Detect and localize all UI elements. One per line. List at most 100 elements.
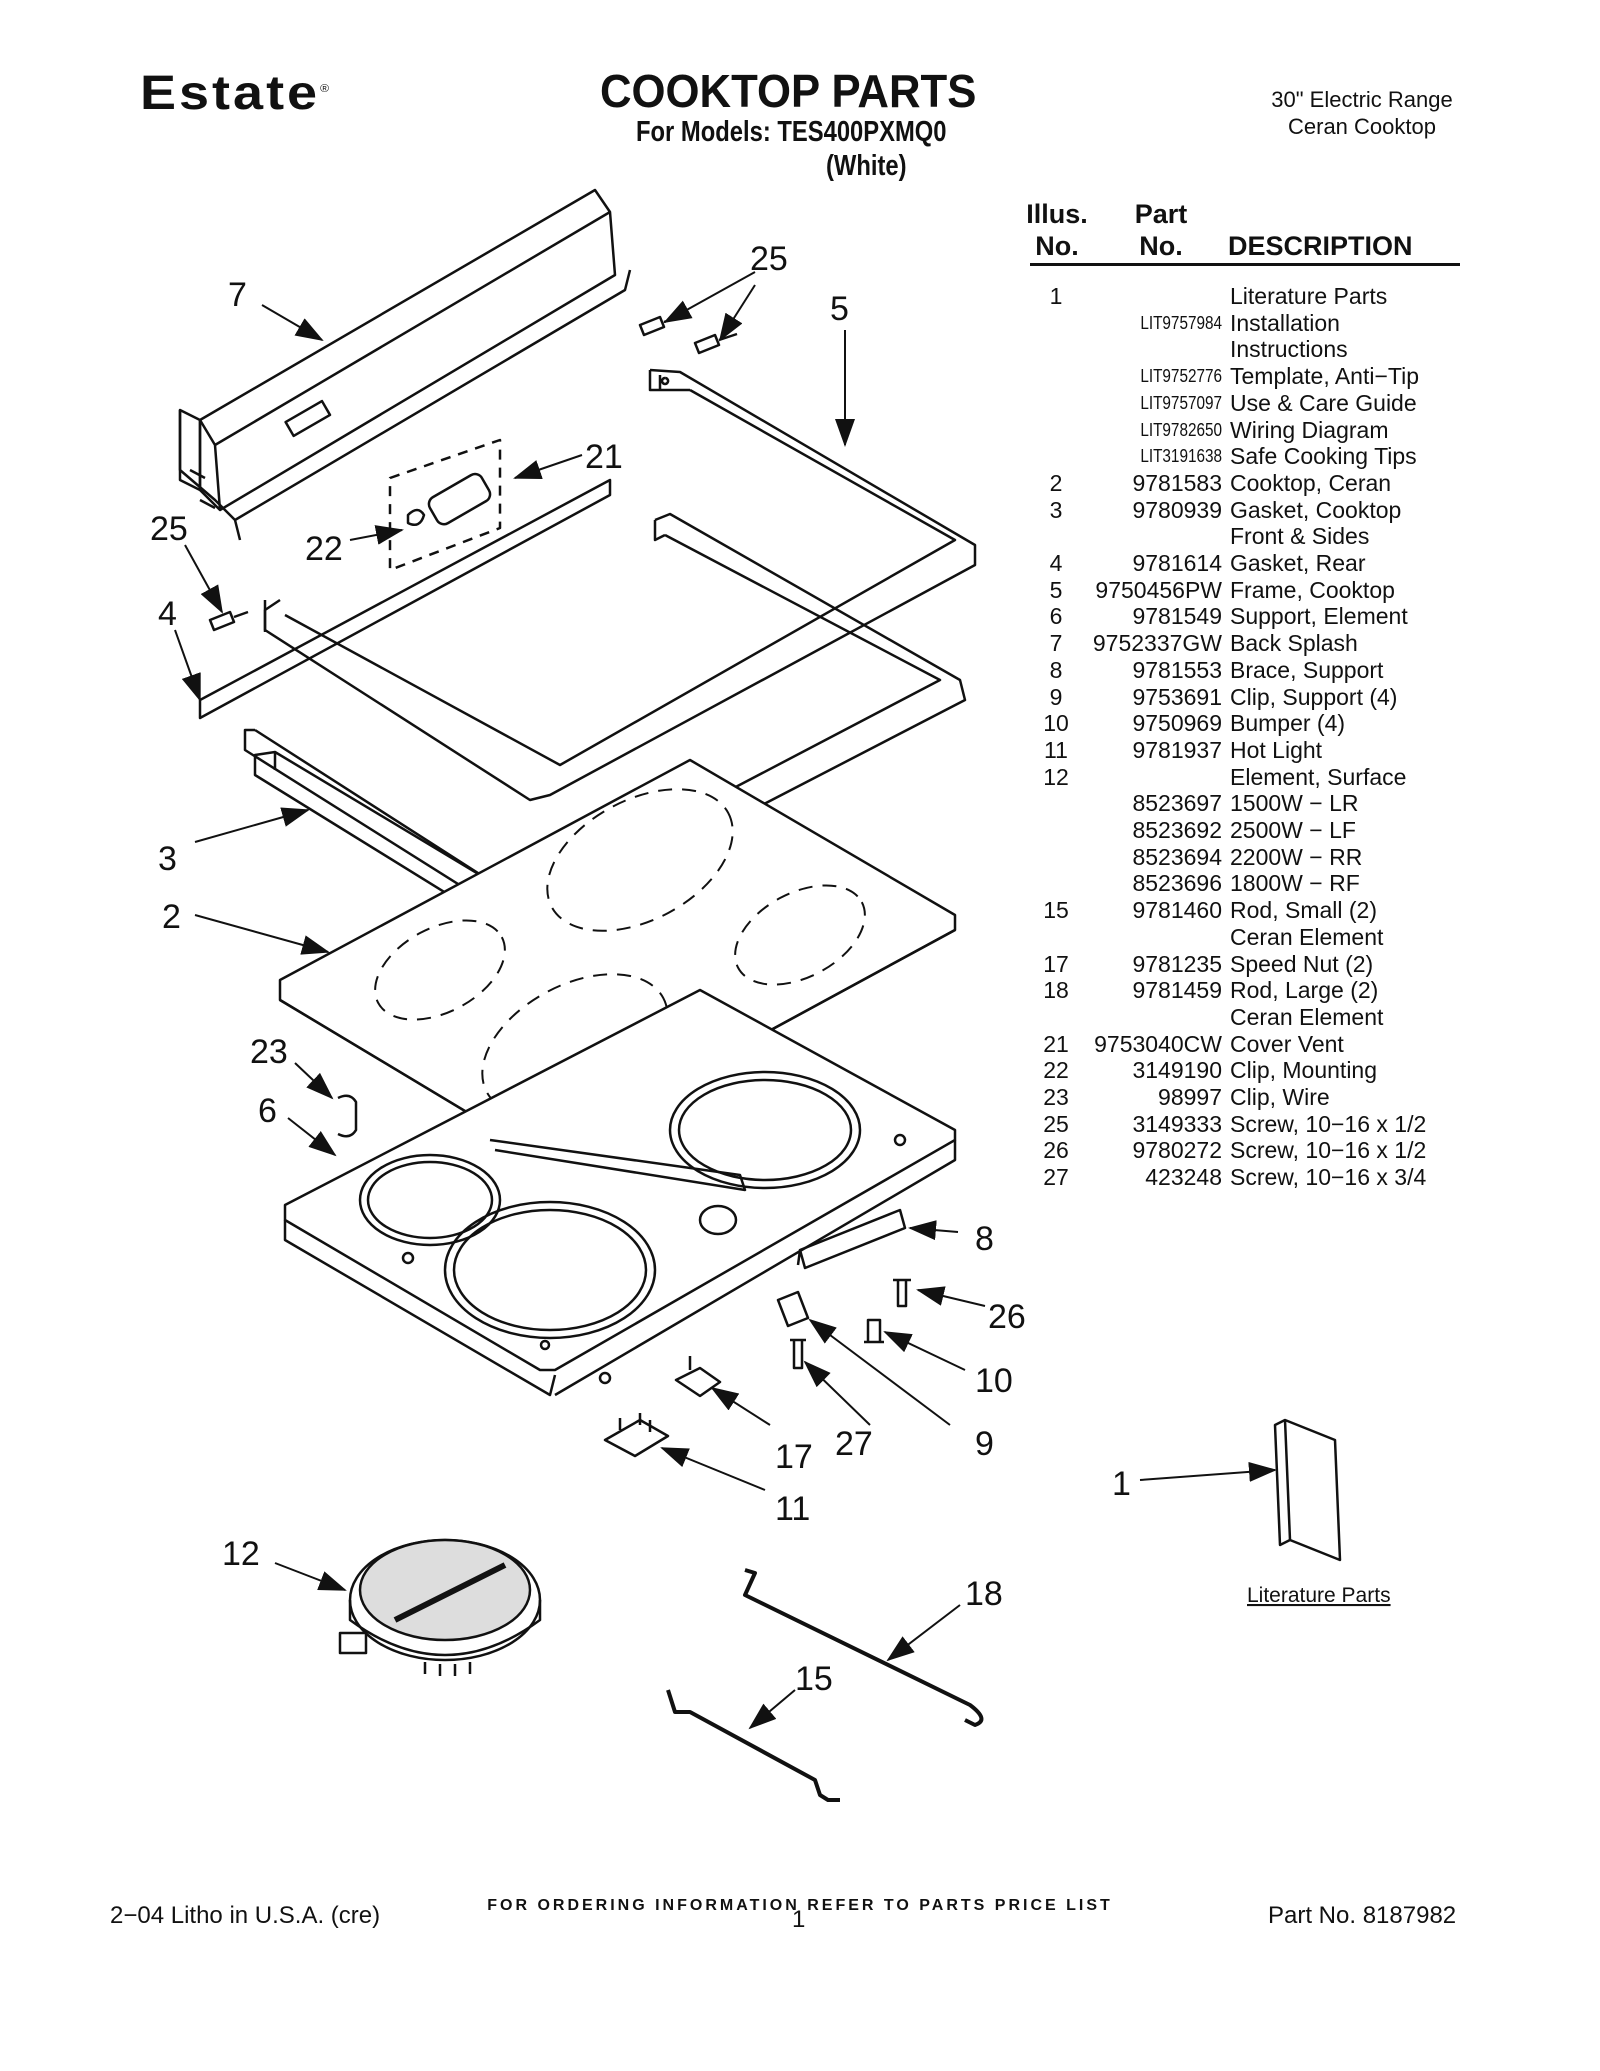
part-number: 8523696 — [1132, 870, 1222, 897]
illus-number: 23 — [1043, 1084, 1069, 1110]
part-number: LIT9757984 — [1140, 312, 1222, 333]
part-header-line-1: Part — [1134, 199, 1188, 229]
surface-element — [338, 1538, 542, 1676]
part-description: Instructions — [1230, 336, 1348, 363]
part-number: 9753691 — [1132, 683, 1222, 710]
part-number: 98997 — [1158, 1084, 1222, 1110]
part-description: Clip, Support (4) — [1230, 683, 1398, 710]
part-description: Installation — [1230, 309, 1340, 336]
cover-vent-slot — [427, 472, 492, 526]
part-number: 9781235 — [1132, 950, 1222, 977]
callout-12: 12 — [222, 1535, 260, 1573]
column-header-illus: Illus. No. — [1026, 198, 1088, 262]
part-description: 2200W − RR — [1230, 843, 1363, 870]
small-rod — [666, 1689, 840, 1802]
illus-number: 3 — [1049, 496, 1063, 523]
column-header-part: Part No. — [1126, 198, 1196, 262]
part-description: 1800W − RF — [1230, 870, 1360, 897]
part-number: 9781549 — [1132, 603, 1222, 630]
part-description: Screw, 10−16 x 1/2 — [1230, 1110, 1427, 1137]
illus-number: 22 — [1043, 1057, 1069, 1084]
part-description: Support, Element — [1230, 603, 1408, 630]
models-line: For Models: TES400PXMQ0 — [636, 116, 947, 148]
part-number: 9781614 — [1132, 550, 1222, 576]
illus-number: 25 — [1043, 1110, 1069, 1137]
registered-mark: ® — [320, 82, 329, 95]
product-line-2: Ceran Cooktop — [1288, 114, 1436, 139]
callout-17: 17 — [775, 1438, 813, 1476]
bumper — [864, 1318, 884, 1344]
part-number: 9781553 — [1132, 656, 1222, 683]
callout-2: 2 — [162, 898, 181, 936]
mounting-clip — [406, 508, 426, 526]
callout-1: 1 — [1112, 1465, 1131, 1503]
part-number: 423248 — [1145, 1164, 1222, 1191]
part-description: Ceran Element — [1230, 923, 1384, 950]
callout-7: 7 — [228, 276, 247, 314]
illus-number: 18 — [1043, 977, 1069, 1004]
literature-caption: Literature Parts — [1247, 1584, 1391, 1607]
illus-header-line-1: Illus. — [1026, 199, 1088, 229]
part-description: Template, Anti−Tip — [1230, 363, 1419, 390]
part-number: 9781459 — [1132, 977, 1222, 1004]
part-description: Brace, Support — [1230, 656, 1384, 683]
callout-26: 26 — [988, 1298, 1026, 1336]
callout-18: 18 — [965, 1575, 1003, 1613]
illus-number: 26 — [1043, 1137, 1069, 1164]
callout-25-left: 25 — [150, 510, 188, 548]
wire-clip — [337, 1094, 358, 1138]
part-number: 3149190 — [1132, 1057, 1222, 1084]
callout-8: 8 — [975, 1220, 994, 1258]
support-clip — [776, 1290, 810, 1328]
screw-27 — [790, 1338, 806, 1370]
part-description: Use & Care Guide — [1230, 389, 1417, 416]
litho-line: 2−04 Litho in U.S.A. (cre) — [110, 1902, 381, 1929]
callout-23: 23 — [250, 1033, 288, 1071]
part-number: 8523692 — [1132, 817, 1222, 843]
callout-numbers: 7 25 5 21 25 22 4 3 2 23 6 8 26 10 27 9 … — [150, 240, 1131, 1698]
part-number: 9781583 — [1132, 469, 1222, 496]
illus-number: 15 — [1043, 897, 1069, 924]
part-number: 8523697 — [1132, 790, 1222, 817]
illus-number: 10 — [1043, 710, 1069, 737]
part-description: Cover Vent — [1230, 1030, 1344, 1057]
part-number: 9781460 — [1132, 897, 1222, 924]
part-number: 9780939 — [1132, 496, 1222, 523]
callout-22: 22 — [305, 530, 343, 568]
part-description: Rod, Small (2) — [1230, 897, 1377, 924]
part-description: Element, Surface — [1230, 763, 1407, 790]
element-support — [283, 988, 957, 1397]
illus-number: 9 — [1049, 683, 1063, 710]
callout-21: 21 — [585, 438, 623, 476]
part-description: Wiring Diagram — [1230, 416, 1389, 443]
illus-number: 21 — [1043, 1030, 1069, 1057]
part-description: 2500W − LF — [1230, 817, 1356, 843]
part-number: 9750969 — [1132, 710, 1222, 737]
table-header-rule — [1030, 263, 1460, 266]
illus-number: 1 — [1049, 283, 1063, 309]
illus-number: 17 — [1043, 950, 1069, 977]
part-description: 1500W − LR — [1230, 790, 1359, 817]
back-splash-part — [178, 188, 632, 541]
illus-number: 12 — [1043, 763, 1069, 790]
part-description: Cooktop, Ceran — [1230, 469, 1392, 496]
screw-26 — [893, 1278, 911, 1308]
part-description: Rod, Large (2) — [1230, 977, 1379, 1004]
rear-gasket — [198, 478, 612, 720]
brand-logo: Estate® — [140, 65, 329, 121]
screw-25-a — [638, 314, 683, 337]
screw-25-b — [693, 332, 738, 355]
part-description: Gasket, Rear — [1230, 550, 1366, 576]
literature-booklet — [1283, 1418, 1342, 1562]
callout-11: 11 — [775, 1490, 810, 1528]
document-part-number: Part No. 8187982 — [1268, 1902, 1457, 1929]
page-number: 1 — [792, 1906, 806, 1933]
part-number: 9781937 — [1132, 736, 1222, 763]
screw-25-c — [208, 610, 249, 632]
part-description: Back Splash — [1230, 630, 1358, 657]
callout-4: 4 — [158, 595, 177, 633]
part-description: Ceran Element — [1230, 1003, 1384, 1030]
part-description: Clip, Wire — [1230, 1084, 1330, 1110]
part-description: Speed Nut (2) — [1230, 950, 1374, 977]
